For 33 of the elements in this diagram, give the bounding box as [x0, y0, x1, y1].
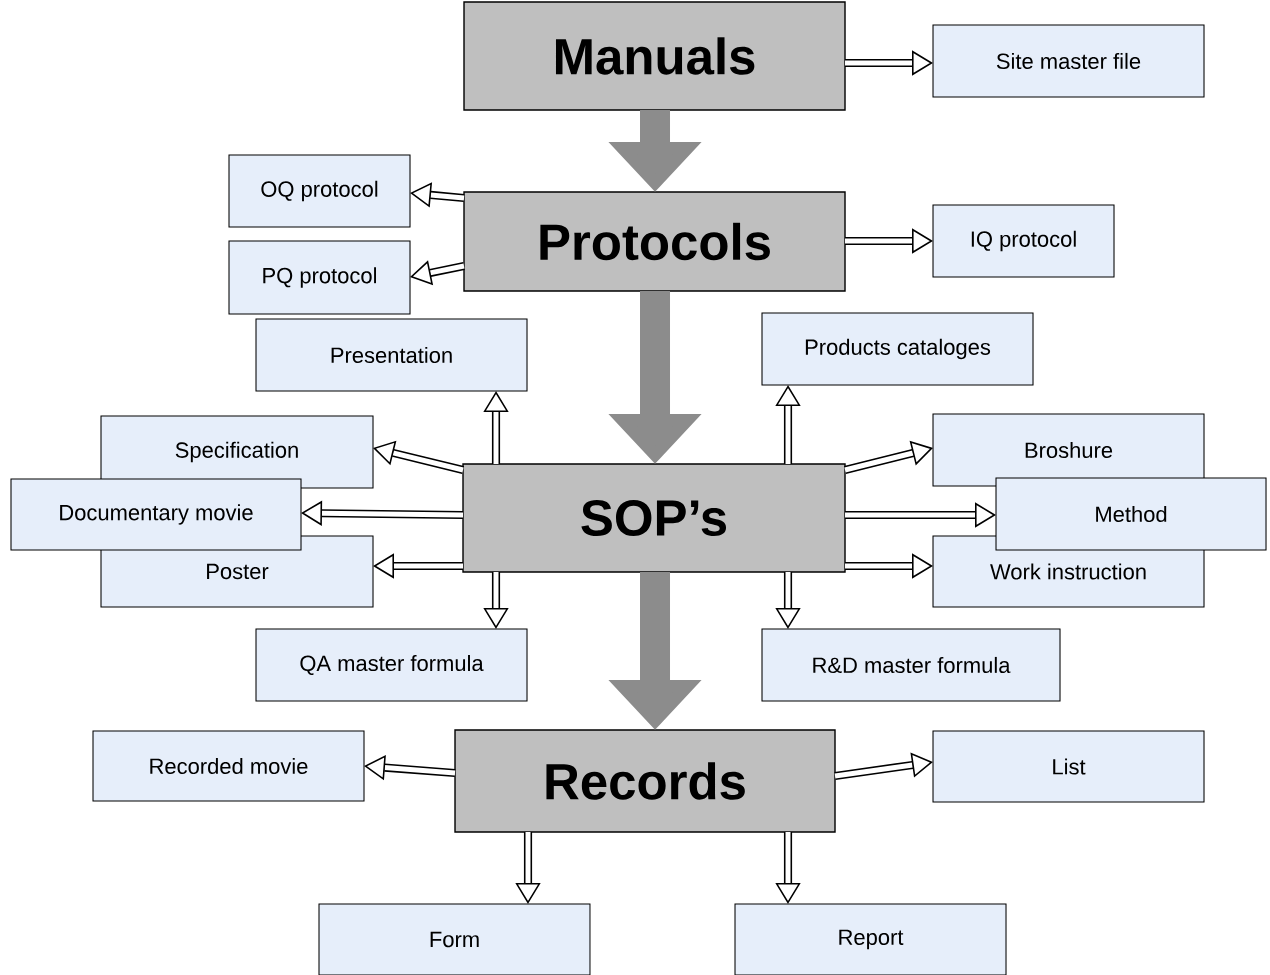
hollow-arrow [845, 553, 933, 579]
hollow-arrow [483, 572, 509, 629]
hollow-arrow [775, 572, 801, 629]
document-box: List [932, 730, 1205, 803]
hollow-arrow [483, 391, 509, 464]
document-box: R&D master formula [761, 628, 1061, 702]
hollow-arrow [845, 502, 996, 528]
document-box: Report [734, 903, 1007, 975]
document-box: Specification [100, 415, 374, 489]
document-box: OQ protocol [228, 154, 411, 228]
document-box: Form [318, 903, 591, 975]
hollow-arrow [845, 228, 933, 254]
hollow-arrow [834, 752, 933, 781]
document-box: Recorded movie [92, 730, 365, 802]
document-box: Products cataloges [761, 312, 1034, 386]
hollow-arrow [775, 832, 801, 904]
heading-box: Protocols [463, 191, 846, 292]
hollow-arrow [844, 440, 933, 474]
hollow-arrow [845, 50, 933, 76]
hollow-arrow [775, 385, 801, 464]
hollow-arrow [373, 553, 463, 579]
document-box: PQ protocol [228, 240, 411, 315]
document-box: Presentation [255, 318, 528, 392]
document-box: Site master file [932, 24, 1205, 98]
document-box: IQ protocol [932, 204, 1115, 278]
heading-box: Manuals [463, 1, 846, 111]
heading-box: SOP’s [462, 463, 846, 573]
hollow-arrow [410, 182, 465, 208]
hollow-arrow [515, 832, 541, 904]
document-box: QA master formula [255, 628, 528, 702]
document-box: Documentary movie [10, 478, 302, 551]
document-box: Method [995, 477, 1267, 551]
heading-box: Records [454, 729, 836, 833]
